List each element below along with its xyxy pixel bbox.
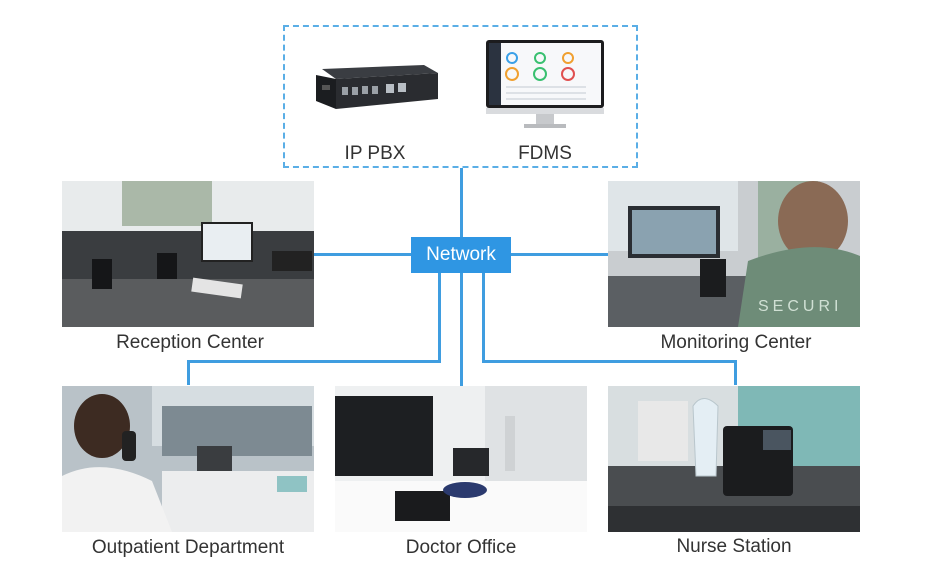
line-right-down-nurse: [734, 360, 737, 385]
line-network-to-reception: [314, 253, 412, 256]
line-right-horizontal: [482, 360, 737, 363]
line-left-horizontal: [187, 360, 441, 363]
line-left-down-outpatient: [187, 360, 190, 385]
doctor-office-label: Doctor Office: [405, 537, 517, 558]
reception-center-label: Reception Center: [116, 332, 264, 353]
nurse-station-label: Nurse Station: [676, 536, 792, 557]
doctor-office-photo: [335, 386, 587, 532]
line-network-down-left: [438, 272, 441, 362]
network-node: Network: [411, 237, 511, 273]
line-network-to-monitoring: [510, 253, 608, 256]
nurse-station-photo: [608, 386, 860, 532]
fdms-label: FDMS: [518, 143, 572, 164]
fdms-monitor-image: [486, 40, 604, 128]
line-top-to-network: [460, 168, 463, 238]
line-network-down-right: [482, 272, 485, 362]
outpatient-department-photo: [62, 386, 314, 532]
ip-pbx-device-image: [316, 65, 438, 109]
monitoring-center-label: Monitoring Center: [660, 332, 812, 353]
line-network-down-center: [460, 272, 463, 386]
monitoring-center-photo: SECURI: [608, 181, 860, 327]
core-system-group: [283, 25, 638, 168]
ip-pbx-label: IP PBX: [344, 143, 406, 164]
reception-center-photo: [62, 181, 314, 327]
outpatient-department-label: Outpatient Department: [91, 537, 285, 558]
shirt-text: SECURI: [758, 298, 842, 315]
